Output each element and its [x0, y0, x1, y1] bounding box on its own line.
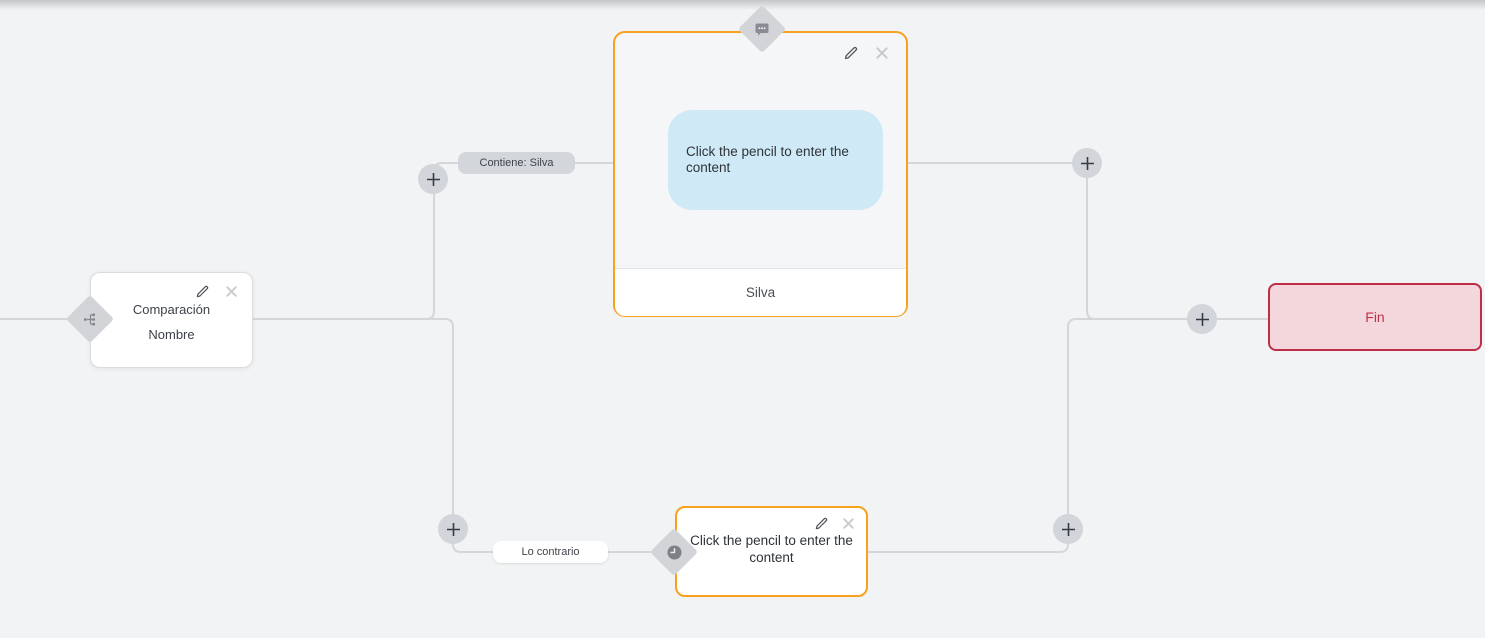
pencil-icon [196, 285, 208, 297]
edge-label-contains: Contiene: Silva [458, 152, 575, 174]
branch-icon [83, 313, 95, 325]
close-button[interactable] [874, 45, 890, 61]
condition-type-diamond [65, 294, 115, 344]
connector-path [253, 162, 460, 320]
delay-type-diamond [649, 527, 699, 577]
add-node-button-before-end[interactable] [1187, 304, 1217, 334]
end-node[interactable]: Fin [1268, 283, 1482, 351]
close-button[interactable] [223, 283, 239, 299]
message-preview-bubble: Click the pencil to enter the content [668, 110, 883, 210]
close-button[interactable] [840, 515, 856, 531]
delay-node-text: Click the pencil to enter the content [690, 533, 853, 565]
condition-title: Comparación [132, 302, 211, 317]
pencil-icon [815, 517, 827, 529]
message-type-diamond [737, 4, 787, 54]
plus-icon [426, 172, 440, 186]
edge-label-text: Lo contrario [521, 546, 580, 558]
end-node-label: Fin [1365, 309, 1385, 325]
condition-subtitle: Nombre [148, 327, 195, 342]
message-footer: Silva [615, 268, 906, 316]
message-footer-label: Silva [745, 285, 776, 300]
plus-icon [446, 522, 460, 536]
close-icon [225, 285, 237, 297]
add-node-button-no-branch[interactable] [438, 514, 468, 544]
add-node-button-yes-branch[interactable] [418, 164, 448, 194]
edit-button[interactable] [813, 515, 829, 531]
close-icon [876, 47, 888, 59]
message-preview-text: Click the pencil to enter the content [686, 144, 849, 175]
connector-path [253, 318, 495, 553]
edge-label-otherwise: Lo contrario [493, 541, 608, 563]
chat-bubble-icon [755, 23, 769, 36]
clock-icon [666, 544, 682, 560]
plus-icon [1195, 312, 1209, 326]
add-node-button-after-message[interactable] [1072, 148, 1102, 178]
edit-button[interactable] [843, 45, 859, 61]
connector-path [908, 162, 1269, 320]
connector-path [868, 318, 1269, 553]
plus-icon [1061, 522, 1075, 536]
pencil-icon [844, 46, 858, 60]
edge-label-text: Contiene: Silva [479, 157, 554, 169]
add-node-button-after-delay[interactable] [1053, 514, 1083, 544]
plus-icon [1080, 156, 1094, 170]
condition-node[interactable]: Comparación Nombre [90, 272, 253, 368]
edit-button[interactable] [194, 283, 210, 299]
close-icon [842, 517, 854, 529]
message-node[interactable]: Click the pencil to enter the content Si… [613, 31, 908, 317]
delay-node[interactable]: Click the pencil to enter the content [675, 506, 868, 597]
